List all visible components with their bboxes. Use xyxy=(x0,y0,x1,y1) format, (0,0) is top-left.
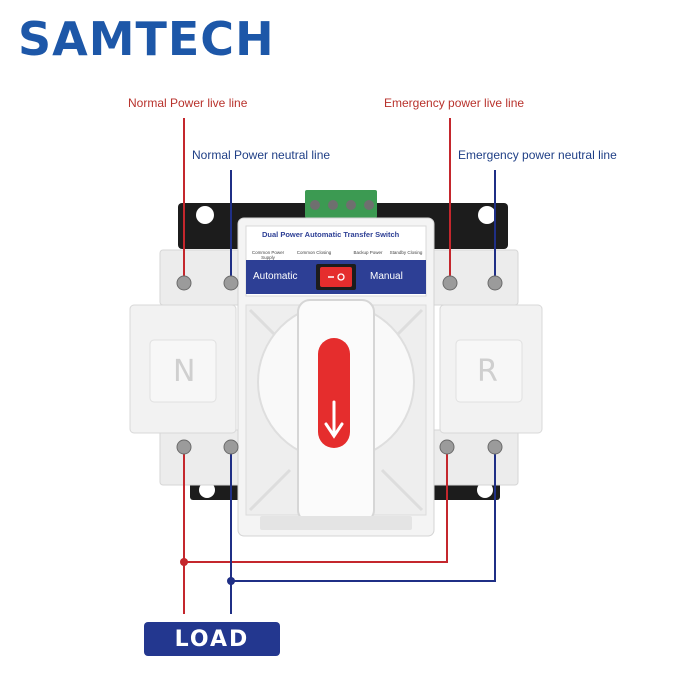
down-arrow-icon xyxy=(324,400,344,439)
normal-live-callout: Normal Power live line xyxy=(128,96,248,110)
indicator-label: Common Closing xyxy=(296,250,332,255)
terminal-screw-icon xyxy=(328,200,338,210)
indicator-label: Standby Closing xyxy=(389,250,423,255)
mode-selector-switch[interactable] xyxy=(320,267,352,287)
mode-manual-label: Manual xyxy=(370,271,403,282)
side-label-r: R xyxy=(477,354,498,389)
normal-neutral-callout: Normal Power neutral line xyxy=(192,148,331,162)
terminal-screw-icon xyxy=(487,275,503,291)
terminal-screw-icon xyxy=(487,439,503,455)
load-label: LOAD xyxy=(144,622,280,656)
emergency-live-callout: Emergency power live line xyxy=(384,96,525,110)
label-plate-n xyxy=(149,339,217,403)
terminal-screw-icon xyxy=(223,439,239,455)
indicator-label: Common Power Supply xyxy=(251,250,285,260)
mount-hole-icon xyxy=(477,482,493,498)
control-terminal-block xyxy=(305,190,377,218)
terminal-screw-icon xyxy=(442,275,458,291)
lower-terminal-housing-right xyxy=(429,429,519,486)
mode-automatic-label: Automatic xyxy=(253,271,298,282)
mount-hole-icon xyxy=(199,482,215,498)
label-plate-r xyxy=(455,339,523,403)
grip-line xyxy=(380,468,424,512)
terminal-screw-icon xyxy=(439,439,455,455)
lower-terminal-housing-left xyxy=(159,429,247,486)
junction-dot xyxy=(227,577,235,585)
side-label-n: N xyxy=(173,354,196,389)
grip-line xyxy=(248,468,292,512)
terminal-screw-icon xyxy=(310,200,320,210)
terminal-screw-icon xyxy=(176,439,192,455)
mount-hole-icon xyxy=(196,206,214,224)
emergency-live-output-wire xyxy=(184,447,448,563)
terminal-screw-icon xyxy=(364,200,374,210)
emergency-neutral-output-wire xyxy=(231,447,496,582)
indicator-label: Backup Power xyxy=(353,250,383,255)
junction-dot xyxy=(180,558,188,566)
upper-terminal-housing-right xyxy=(429,249,519,306)
terminal-screw-icon xyxy=(346,200,356,210)
handle-indicator xyxy=(318,338,350,448)
embossed-label-strip xyxy=(260,516,412,530)
mount-hole-icon xyxy=(478,206,496,224)
terminal-screw-icon xyxy=(223,275,239,291)
emergency-neutral-callout: Emergency power neutral line xyxy=(458,148,617,162)
brand-logo: SAMTECH xyxy=(18,12,275,66)
terminal-screw-icon xyxy=(176,275,192,291)
switch-off-mark-icon xyxy=(337,273,345,281)
panel-title: Dual Power Automatic Transfer Switch xyxy=(262,230,400,239)
